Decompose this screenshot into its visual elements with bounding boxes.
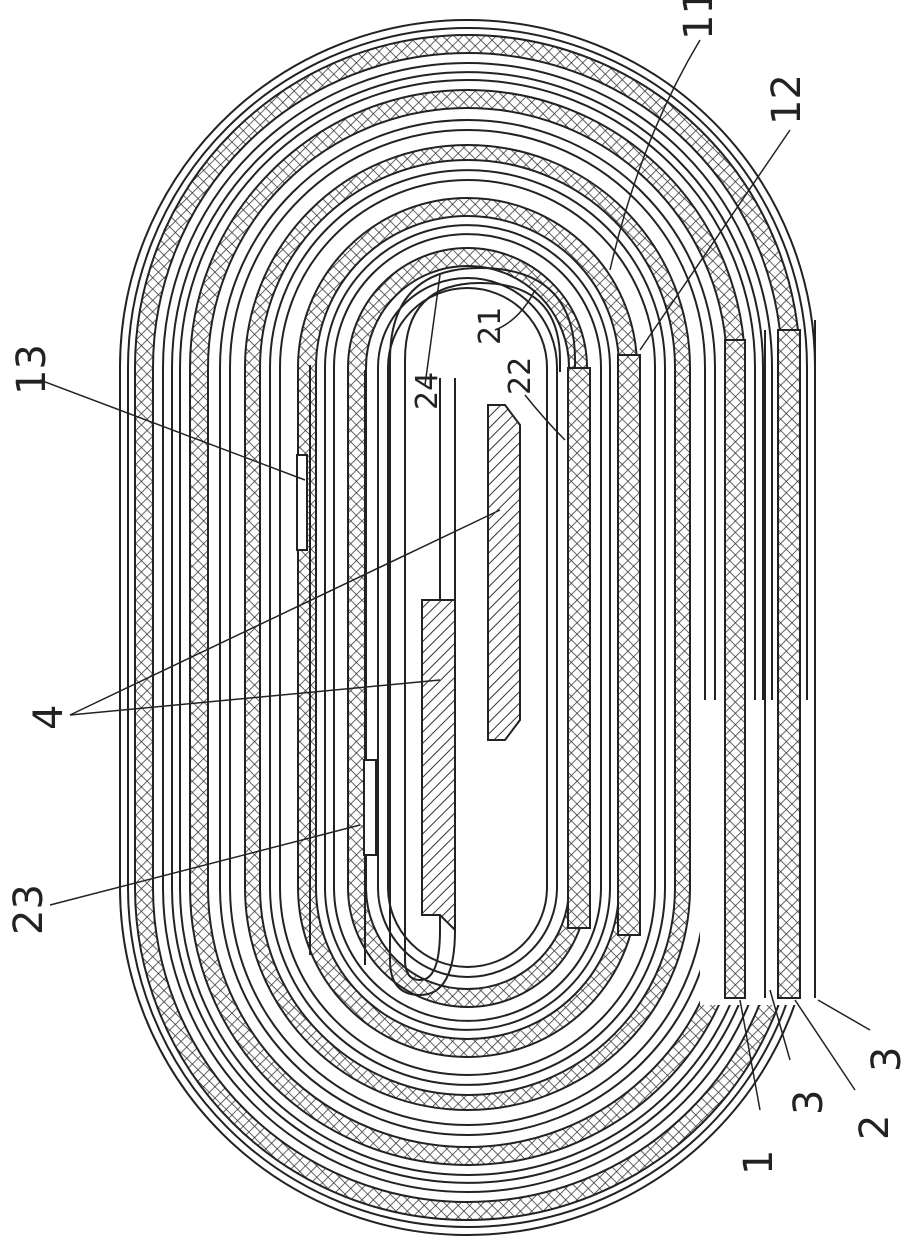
reference-labels: 13 24 21 22 4 23 11 12 1 3 2 3 [6, 0, 907, 1175]
pole-strip-12 [617, 354, 641, 936]
label-24: 24 [410, 372, 445, 410]
label-11: 11 [676, 0, 722, 40]
separator-line-9 [279, 179, 656, 1076]
insulation-plate-4a [487, 404, 521, 741]
winding-layers [119, 19, 830, 1236]
separator-line-8 [269, 169, 666, 1086]
electrode-band-5 [347, 247, 588, 1008]
leader-lines [39, 39, 871, 1111]
tab-23 [363, 759, 377, 856]
separator-line-5 [179, 79, 756, 1176]
inner-winding [39, 39, 871, 1111]
separator-line-12 [377, 277, 558, 978]
separator-line-10 [324, 224, 611, 1031]
innermost-fold [389, 266, 576, 997]
label-2: 2 [852, 1115, 898, 1140]
insulation-plate-4b [421, 599, 456, 933]
label-3-inner: 3 [786, 1090, 832, 1115]
label-4: 4 [26, 705, 72, 730]
separator-line-11 [333, 233, 602, 1022]
label-12: 12 [764, 74, 810, 125]
label-13: 13 [9, 344, 55, 395]
electrode-band-3 [244, 144, 691, 1111]
label-21: 21 [473, 307, 508, 345]
innermost-fold-inner [404, 281, 561, 982]
label-1: 1 [736, 1150, 782, 1175]
label-3-outer: 3 [864, 1047, 907, 1072]
label-23: 23 [6, 884, 52, 935]
tab-13 [296, 454, 308, 551]
label-22: 22 [503, 357, 538, 395]
separator-strip-22 [567, 367, 591, 929]
